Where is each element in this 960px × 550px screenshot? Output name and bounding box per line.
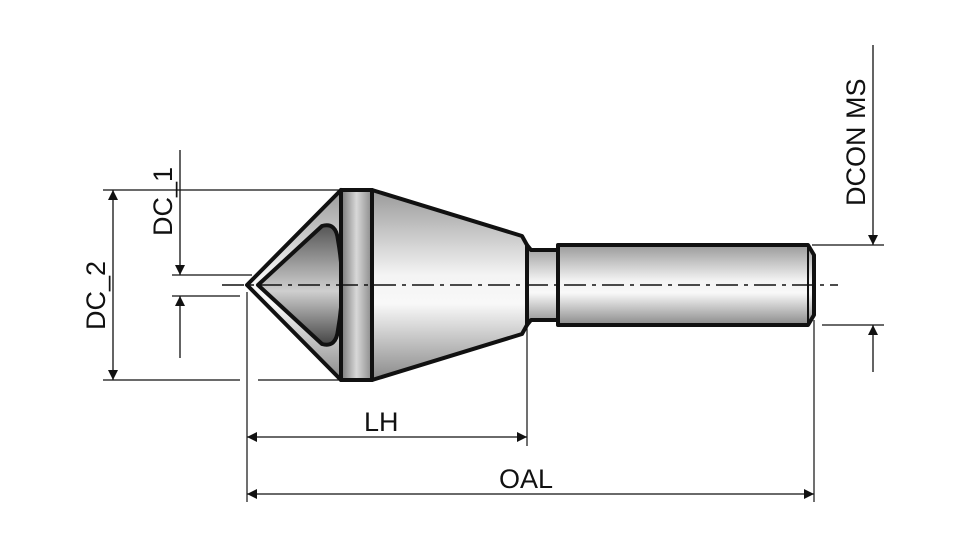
- label-oal: OAL: [499, 464, 553, 494]
- extension-lines: [103, 189, 884, 502]
- label-dcon-ms: DCON MS: [841, 79, 871, 207]
- label-dc1: DC_1: [148, 167, 178, 236]
- label-dc2: DC_2: [81, 261, 111, 330]
- dimension-lines: [108, 45, 878, 499]
- label-lh: LH: [364, 407, 399, 437]
